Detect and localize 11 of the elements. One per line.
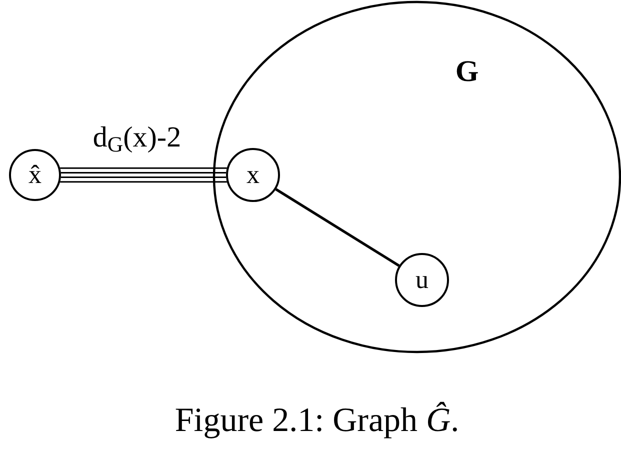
vertex-label: u [416, 267, 428, 293]
edge-line [60, 167, 227, 169]
edge-line [275, 188, 400, 267]
graph-ellipse [213, 1, 621, 353]
vertex-label: x [246, 162, 260, 188]
edge-line [60, 181, 227, 183]
figure-caption: Figure 2.1: Graph Ĝ. [174, 400, 460, 441]
edge-line [60, 172, 226, 174]
edge-line [60, 176, 226, 178]
graph-label: G [455, 57, 479, 87]
vertex-label: x̂ [28, 162, 42, 188]
